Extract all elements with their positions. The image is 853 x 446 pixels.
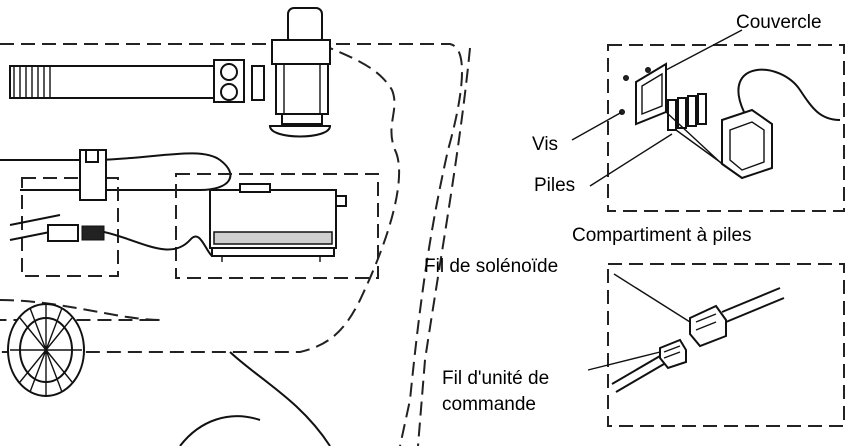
batteries-part <box>667 93 707 131</box>
housing-bottom-curve <box>0 299 161 321</box>
main-assembly <box>0 7 471 446</box>
label-cover: Couvercle <box>736 12 822 33</box>
battery-detail <box>607 44 845 212</box>
spring-pipe <box>9 59 265 103</box>
battery-box <box>721 68 841 180</box>
valve-coupling <box>268 7 332 138</box>
leader-cover <box>665 29 743 71</box>
label-control-unit-wire-line2: commande <box>442 394 536 415</box>
label-screws: Vis <box>532 134 558 155</box>
battery-detail-box <box>607 44 845 212</box>
control-unit <box>209 183 347 262</box>
leader-screws <box>571 111 623 141</box>
supply-tube <box>0 152 232 191</box>
label-battery-compartment: Compartiment à piles <box>572 225 752 246</box>
solenoid-connector <box>689 287 785 348</box>
leader-control-unit <box>587 351 661 371</box>
housing-outline <box>0 43 464 446</box>
control-unit-connector <box>611 338 687 393</box>
solenoid-area-box <box>21 177 119 277</box>
connector-detail <box>607 263 845 427</box>
housing-right-edge <box>417 47 471 446</box>
label-solenoid-wire: Fil de solénoïde <box>424 256 558 277</box>
grille-disc <box>7 303 85 397</box>
label-batteries: Piles <box>534 175 575 196</box>
control-cable <box>103 231 213 257</box>
body-lower <box>179 351 331 446</box>
cover-part <box>619 62 667 126</box>
leader-solenoid <box>613 273 691 323</box>
connector-detail-box <box>607 263 845 427</box>
label-control-unit-wire-line1: Fil d'unité de <box>442 368 549 389</box>
leader-batteries <box>589 133 673 187</box>
control-unit-box <box>175 173 379 279</box>
solenoid-valve <box>9 149 107 242</box>
battery-guide-lines <box>665 111 743 179</box>
leader-lines <box>571 29 743 371</box>
housing-inner-outline <box>0 43 401 353</box>
